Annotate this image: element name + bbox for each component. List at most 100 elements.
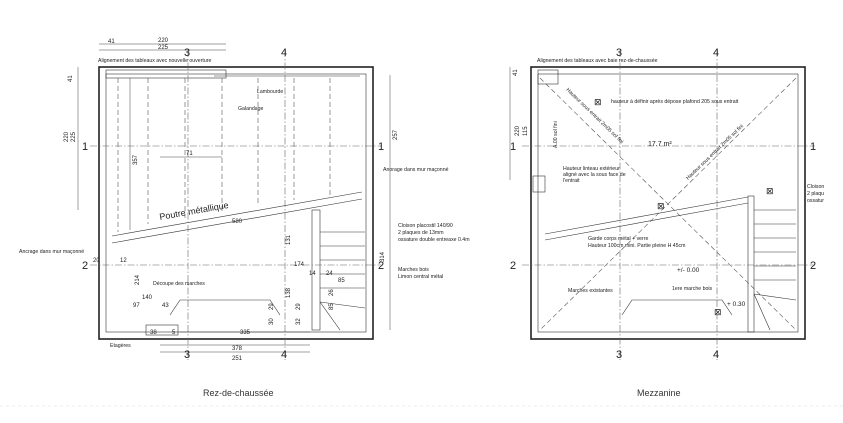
gf-label-etageres: Etagères <box>110 343 131 349</box>
gf-partition <box>311 209 321 331</box>
gf-dim-378: 378 <box>232 346 243 352</box>
mz-dim-left-41: 41 <box>513 69 519 76</box>
mz-axis-3-bottom: 3 <box>616 349 622 361</box>
gf-label-anchor-right: Anorage dans mur maçonné <box>383 167 449 173</box>
mz-outer-wall <box>530 66 806 340</box>
mz-label-area: 17.7 m² <box>648 141 672 148</box>
mz-opening <box>537 69 559 85</box>
gf-axis-1-right: 1 <box>378 141 384 153</box>
gf-label-decoupe: Découpe des marches <box>153 281 205 287</box>
mz-cross-marker-bottom: ⊠ <box>714 307 722 317</box>
mz-dim-left-220: 220 <box>515 125 521 136</box>
gf-dim-26: 26 <box>329 289 335 296</box>
gf-dim-20: 20 <box>93 258 100 264</box>
mz-stair-treads <box>753 209 797 331</box>
mz-label-hauteur-def: hauteur à définir après dépose plafond 2… <box>611 99 739 105</box>
ground-floor-plan: Poutre métallique <box>19 38 470 362</box>
gf-dim-32: 32 <box>296 318 302 325</box>
gf-dim-38: 38 <box>150 330 157 336</box>
gf-axis-2-right: 2 <box>378 260 384 272</box>
mz-axis-4-bottom: 4 <box>713 349 719 361</box>
gf-dim-138: 138 <box>286 287 292 298</box>
mz-axis-3-top: 3 <box>616 47 622 59</box>
gf-dim-251: 251 <box>232 356 243 362</box>
gf-stair-treads <box>319 231 366 331</box>
mz-label-garde-1: Garde corps métal + verre <box>588 236 649 242</box>
gf-label-marches-2: Limon central métal <box>398 274 443 280</box>
mz-label-linteau-2: aligné avec la sous face de <box>563 172 626 178</box>
mz-label-cloison-1: Cloison <box>807 184 824 190</box>
gf-dim-left-41: 41 <box>68 75 74 82</box>
gf-dim-29: 29 <box>269 303 275 310</box>
gf-label-alignment: Alignement des tableaux avec nouvelle ou… <box>98 58 211 64</box>
gf-outer-wall <box>98 66 374 340</box>
gf-dim-214: 214 <box>135 274 141 285</box>
mz-label-linteau-1: Hauteur linteau extérieur <box>563 166 620 172</box>
mz-label-hauteur-diag-left: Hauteur sous entrait 2m05 sol fini <box>565 87 625 145</box>
gf-dim-43: 43 <box>162 303 169 309</box>
gf-dim-85a: 85 <box>338 278 345 284</box>
mz-label-garde-2: Hauteur 100cm mini. Partie pleine H 45cm <box>588 243 685 249</box>
gf-step-cut <box>169 299 281 316</box>
mezzanine-plan: ⊠ ⊠ ⊠ ⊠ 3 4 3 4 1 2 1 2 Alignement des t… <box>509 47 824 361</box>
gf-dim-580: 580 <box>232 219 243 225</box>
mz-existing-steps <box>621 299 733 316</box>
gf-label-marches-1: Marches bois <box>398 267 429 273</box>
mz-label-marches: Marches existantes <box>568 288 613 294</box>
mz-label-first-step: 1ere marche bois <box>672 286 712 292</box>
gf-dim-left-220: 220 <box>64 131 70 142</box>
gf-dim-85b: 85 <box>329 303 335 310</box>
gf-label-lambourde: Lambourde <box>257 89 283 95</box>
mz-chimney <box>532 175 546 193</box>
mz-label-linteau-3: l'entrait <box>563 178 580 184</box>
gf-dim-174: 174 <box>294 262 305 268</box>
mz-label-level-0: +/- 0.00 <box>677 267 700 274</box>
gf-axis-2-left: 2 <box>82 260 88 272</box>
mz-axis-1-right: 1 <box>810 141 816 153</box>
mz-label-level-30: + 0.30 <box>727 301 746 308</box>
gf-label-anchor-left: Ancrage dans mur maçonné <box>19 249 84 255</box>
gf-dim-top-41: 41 <box>108 39 115 45</box>
gf-axis-3-bottom: 3 <box>184 349 190 361</box>
mz-guardrail <box>544 196 749 241</box>
gf-dimension-lines <box>77 43 391 353</box>
mz-dim-left-115: 115 <box>523 126 529 136</box>
gf-label-cloison-1: Cloison placostil 140/90 <box>398 223 453 229</box>
gf-dim-24: 24 <box>326 271 333 277</box>
gf-dim-29b: 29 <box>296 303 302 310</box>
gf-dim-30: 30 <box>269 318 275 325</box>
gf-dim-314: 314 <box>380 251 386 262</box>
gf-axis-1-left: 1 <box>82 141 88 153</box>
gf-label-galandage: Galandage <box>238 106 263 112</box>
mz-label-cloison-3: ossatur <box>807 198 824 204</box>
gf-axis-3-top: 3 <box>184 47 190 59</box>
mz-cross-marker-top: ⊠ <box>594 97 602 107</box>
gf-dim-131: 131 <box>286 234 292 245</box>
gf-beam <box>111 191 363 244</box>
gf-dim-top-220: 220 <box>158 38 169 44</box>
mz-label-hauteur-diag-right: Hauteur sous entrait 2m05 sol fini <box>685 123 745 181</box>
gf-dim-12: 12 <box>120 258 127 264</box>
mz-label-alignment: Alignement des tableaux avec baie rez-de… <box>537 58 658 64</box>
gf-dim-14: 14 <box>309 271 316 277</box>
gf-dim-357: 357 <box>133 154 139 165</box>
gf-dim-5: 5 <box>172 330 176 336</box>
gf-axis-4-bottom: 4 <box>281 349 287 361</box>
gf-dim-71: 71 <box>186 151 193 157</box>
gf-opening <box>105 69 227 79</box>
gf-dim-335: 335 <box>240 330 251 336</box>
gf-beam-label: Poutre métallique <box>159 200 230 222</box>
mz-diagonal-b <box>539 77 797 331</box>
mz-cross-marker-center: ⊠ <box>657 201 665 211</box>
mz-inner-wall <box>537 73 799 333</box>
gf-dim-97: 97 <box>133 303 140 309</box>
mz-partition <box>747 195 755 333</box>
gf-label-cloison-3: ossature double entreaxe 0.4m <box>398 237 470 243</box>
gf-axis-4-top: 4 <box>281 47 287 59</box>
mz-label-cloison-2: 2 plaqu <box>807 191 824 197</box>
gf-joists <box>117 78 331 232</box>
mz-axis-1-left: 1 <box>510 141 516 153</box>
gf-inner-wall <box>105 73 367 333</box>
mz-cross-marker-right: ⊠ <box>766 186 774 196</box>
